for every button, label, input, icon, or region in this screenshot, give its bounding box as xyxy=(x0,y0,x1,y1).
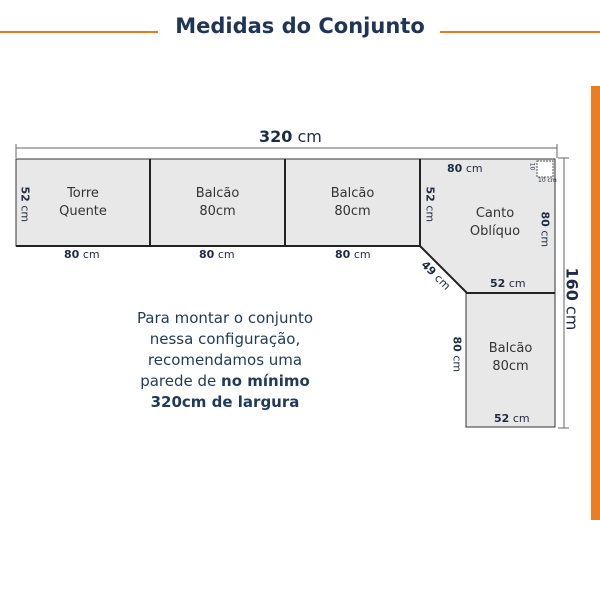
module-canto-top: 80 cm xyxy=(447,162,483,175)
overall-height-label: 160 cm xyxy=(562,267,582,331)
module-canto-bottom: 52 cm xyxy=(490,277,526,290)
accent-bar xyxy=(591,86,600,520)
module-balcao-3 xyxy=(465,292,556,428)
module-balcao-3-left: 80 cm xyxy=(450,336,464,373)
module-torre-width: 80 cm xyxy=(64,248,100,261)
title-line-right xyxy=(440,31,600,33)
module-balcao-2-width: 80 cm xyxy=(335,248,371,261)
module-balcao-3-bottom: 52 cm xyxy=(494,412,530,425)
module-canto-left: 52 cm xyxy=(423,186,437,223)
module-torre-depth: 52 cm xyxy=(18,186,32,223)
title-line-left xyxy=(0,31,158,33)
module-canto-corner-a: 10 xyxy=(528,162,536,171)
overall-width-label: 320 cm xyxy=(259,127,322,146)
installation-note: Para montar o conjunto nessa configuraçã… xyxy=(136,309,314,411)
module-canto-corner-b: 10 cm xyxy=(538,177,557,184)
module-balcao-1-width: 80 cm xyxy=(199,248,235,261)
page-title: Medidas do Conjunto xyxy=(175,14,425,38)
module-canto-right: 80 cm xyxy=(538,211,552,248)
corner-notch xyxy=(536,160,554,178)
